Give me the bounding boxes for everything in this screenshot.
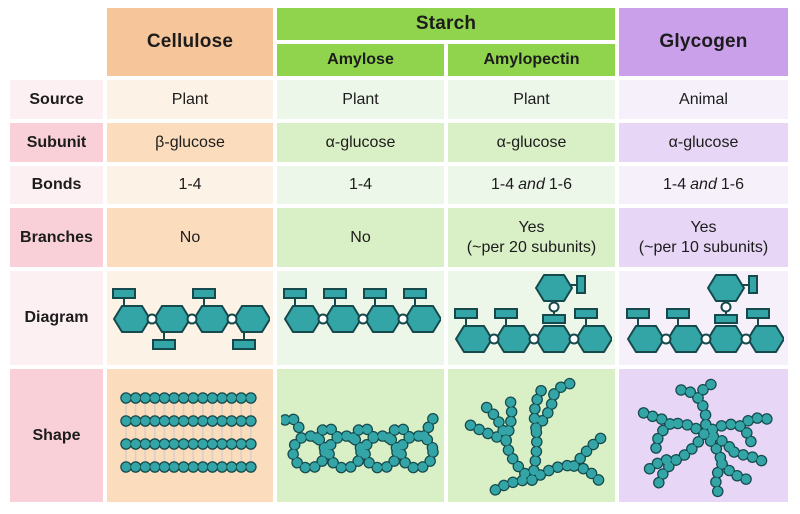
branches-detail: (~per 10 subunits) bbox=[638, 238, 769, 256]
cell-shape-amylopectin bbox=[448, 369, 615, 502]
cell-source-glycogen: Animal bbox=[619, 80, 788, 119]
branches-yes: Yes bbox=[690, 218, 717, 236]
bonds-text: 1-4 bbox=[491, 176, 515, 193]
row-label-shape: Shape bbox=[10, 369, 103, 502]
bonds-text: 1-4 bbox=[663, 176, 687, 193]
corner-cell bbox=[10, 8, 103, 76]
cell-diagram-amylose bbox=[277, 271, 444, 365]
cell-source-cellulose: Plant bbox=[107, 80, 273, 119]
cell-diagram-cellulose bbox=[107, 271, 273, 365]
column-header-glycogen: Glycogen bbox=[619, 8, 788, 76]
column-header-starch: Starch bbox=[277, 8, 615, 40]
column-group-starch: Starch Amylose Amylopectin bbox=[277, 8, 615, 76]
cell-subunit-amylopectin: α-glucose bbox=[448, 123, 615, 162]
glycogen-diagram bbox=[624, 271, 784, 365]
column-header-cellulose: Cellulose bbox=[107, 8, 273, 76]
cell-shape-amylose bbox=[277, 369, 444, 502]
cell-diagram-amylopectin bbox=[448, 271, 615, 365]
column-header-amylopectin: Amylopectin bbox=[448, 44, 615, 76]
amylopectin-diagram bbox=[452, 271, 612, 365]
cell-subunit-cellulose: β-glucose bbox=[107, 123, 273, 162]
cellulose-diagram bbox=[110, 271, 270, 365]
amylopectin-shape bbox=[452, 374, 612, 498]
row-label-bonds: Bonds bbox=[10, 166, 103, 204]
bonds-text: 1-6 bbox=[720, 176, 744, 193]
cell-shape-glycogen bbox=[619, 369, 788, 502]
branches-yes: Yes bbox=[518, 218, 545, 236]
cell-branches-amylopectin: Yes (~per 20 subunits) bbox=[448, 208, 615, 267]
row-label-diagram: Diagram bbox=[10, 271, 103, 365]
starch-subheaders: Amylose Amylopectin bbox=[277, 44, 615, 76]
cell-source-amylopectin: Plant bbox=[448, 80, 615, 119]
column-header-amylose: Amylose bbox=[277, 44, 444, 76]
bonds-conjunction: and bbox=[690, 176, 717, 193]
cell-subunit-amylose: α-glucose bbox=[277, 123, 444, 162]
row-label-branches: Branches bbox=[10, 208, 103, 267]
glycogen-shape bbox=[624, 374, 784, 498]
cell-bonds-cellulose: 1-4 bbox=[107, 166, 273, 204]
bonds-text: 1-6 bbox=[548, 176, 572, 193]
cell-branches-glycogen: Yes (~per 10 subunits) bbox=[619, 208, 788, 267]
row-label-source: Source bbox=[10, 80, 103, 119]
branches-detail: (~per 20 subunits) bbox=[466, 238, 597, 256]
cell-shape-cellulose bbox=[107, 369, 273, 502]
cell-bonds-amylose: 1-4 bbox=[277, 166, 444, 204]
row-label-subunit: Subunit bbox=[10, 123, 103, 162]
amylose-diagram bbox=[281, 271, 441, 365]
cell-diagram-glycogen bbox=[619, 271, 788, 365]
cell-source-amylose: Plant bbox=[277, 80, 444, 119]
cellulose-shape bbox=[120, 391, 262, 473]
amylose-shape bbox=[281, 374, 441, 474]
cell-subunit-glycogen: α-glucose bbox=[619, 123, 788, 162]
cell-branches-amylose: No bbox=[277, 208, 444, 267]
cell-branches-cellulose: No bbox=[107, 208, 273, 267]
bonds-conjunction: and bbox=[518, 176, 545, 193]
